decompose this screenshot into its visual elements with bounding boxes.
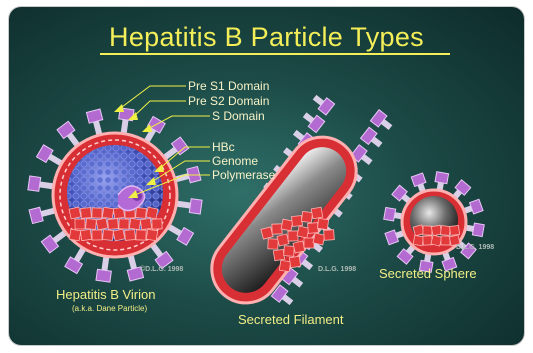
callout-genome: Genome xyxy=(212,154,258,168)
sphere-caption: Secreted Sphere xyxy=(379,266,477,281)
sphere-signature: D.L.G. 1998 xyxy=(456,244,494,251)
virion-signature: ©D.L.G. 1998 xyxy=(140,266,183,273)
virion-caption: Hepatitis B Virion xyxy=(56,287,155,302)
filament-particle xyxy=(198,92,395,317)
title-underline xyxy=(100,53,450,55)
callout-s-domain: S Domain xyxy=(212,109,265,123)
virion-particle xyxy=(28,108,202,282)
diagram-title: Hepatitis B Particle Types xyxy=(0,22,533,53)
callout-hbc: HBc xyxy=(212,140,235,154)
virion-lower-proteins xyxy=(69,207,162,241)
callout-pre-s2: Pre S2 Domain xyxy=(188,94,269,108)
sphere-particle xyxy=(384,172,485,273)
callout-pre-s1: Pre S1 Domain xyxy=(188,79,269,93)
callout-polymerase: Polymerase xyxy=(212,168,275,182)
virion-aka: (a.k.a. Dane Particle) xyxy=(72,304,147,313)
filament-caption: Secreted Filament xyxy=(238,312,344,327)
filament-signature: D.L.G. 1998 xyxy=(318,266,356,273)
